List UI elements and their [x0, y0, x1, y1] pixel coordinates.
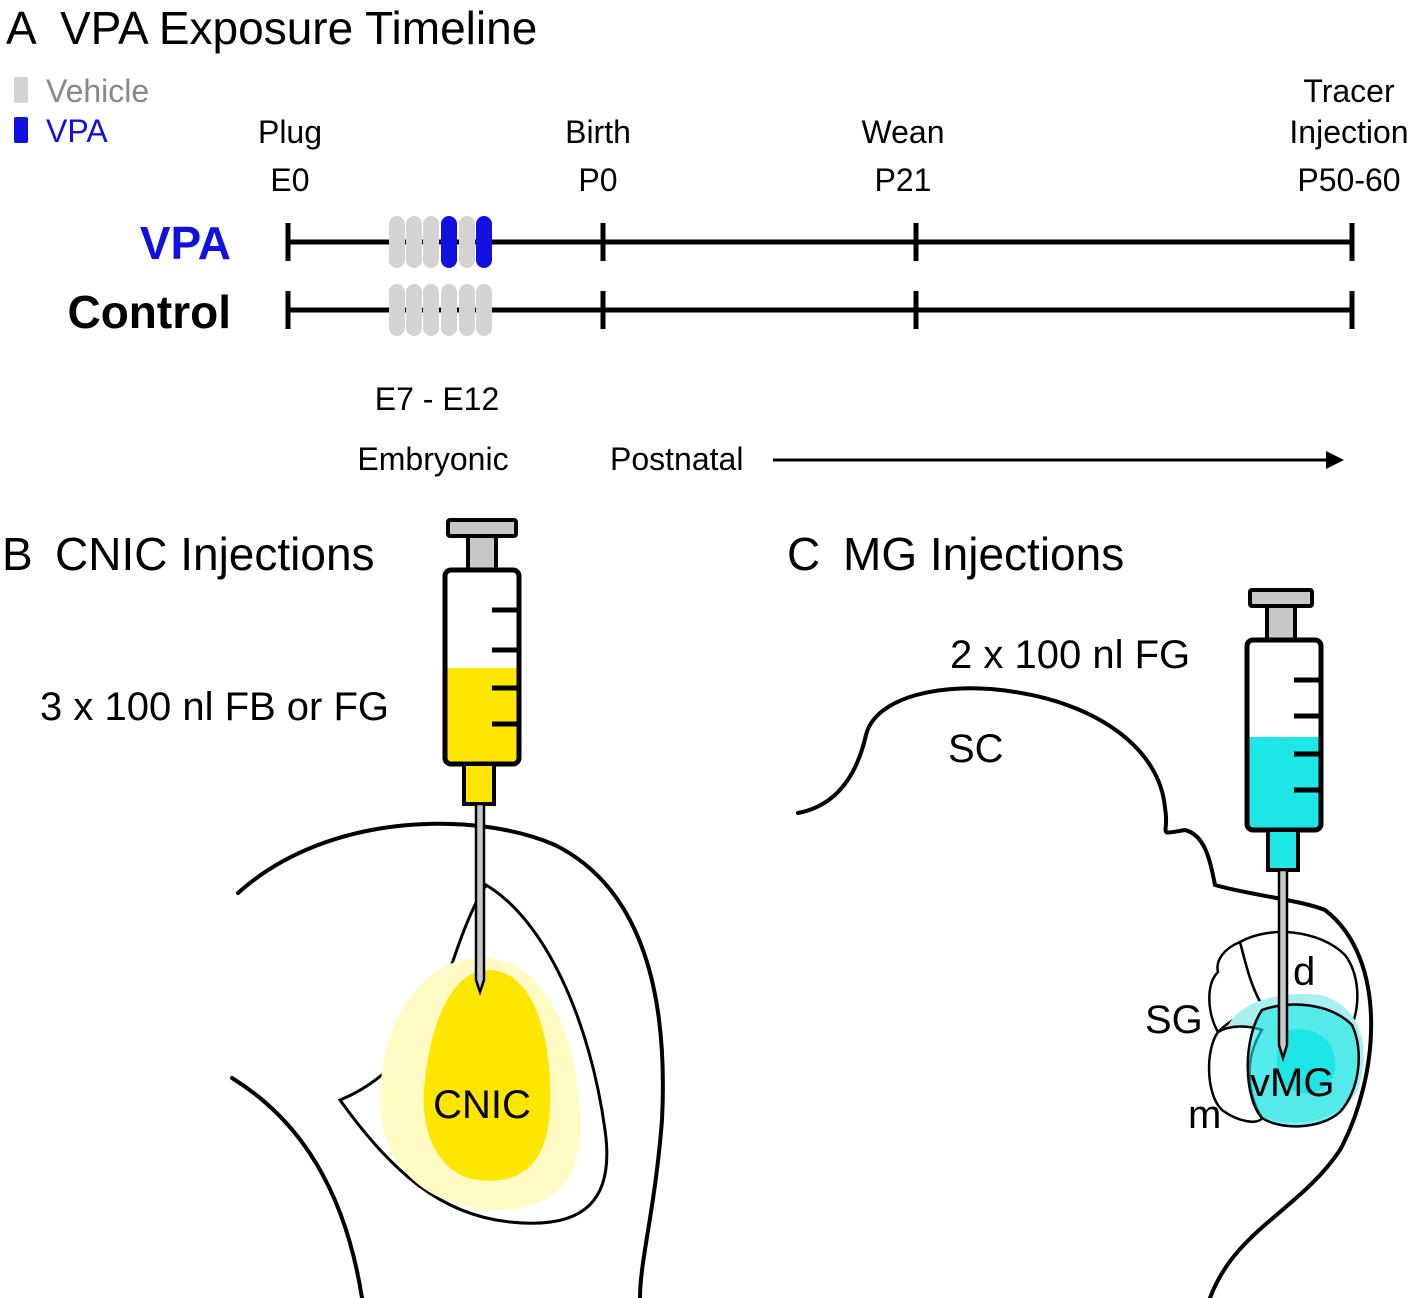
cnic-label: CNIC: [433, 1083, 531, 1127]
vmg-tracer-core: [1276, 1029, 1336, 1094]
dose-vpa-e10: [441, 216, 457, 268]
panel-c-title: MG Injections: [843, 528, 1124, 580]
panel-a-title: VPA Exposure Timeline: [60, 2, 537, 54]
panel-c-dose: 2 x 100 nl FG: [950, 633, 1190, 677]
panel-c: C MG Injections 2 x 100 nl FG SC d SG vM…: [787, 528, 1374, 1298]
milestone-tracer-label: Tracer: [1303, 73, 1395, 109]
panel-a: A VPA Exposure Timeline Vehicle VPA Plug…: [6, 2, 1409, 477]
panel-b-letter: B: [2, 528, 33, 580]
milestone-birth-day: P0: [578, 162, 617, 198]
sc-label: SC: [948, 727, 1004, 771]
legend-vpa-label: VPA: [46, 113, 108, 149]
milestone-tracer-label-2: Injection: [1289, 114, 1408, 150]
milestone-wean-day: P21: [875, 162, 932, 198]
postnatal-arrow: [773, 451, 1344, 469]
vmg-label: vMG: [1250, 1061, 1334, 1105]
dose-vehicle-e11: [459, 216, 475, 268]
embryonic-label: Embryonic: [357, 441, 508, 477]
dose-control-e11: [459, 284, 475, 336]
dose-vehicle-e7: [389, 216, 405, 268]
panel-a-letter: A: [6, 2, 37, 54]
milestone-plug-label: Plug: [258, 114, 322, 150]
brain-outline-outer-b: [236, 821, 665, 1298]
legend-vehicle-swatch: [14, 77, 28, 103]
brain-outline-left-b: [230, 1076, 364, 1298]
dose-control-e8: [406, 284, 422, 336]
milestone-tracer-day: P50-60: [1297, 162, 1400, 198]
panel-b-title: CNIC Injections: [55, 528, 375, 580]
milestone-wean-label: Wean: [861, 114, 944, 150]
row-label-control: Control: [67, 286, 231, 338]
dose-control-e7: [389, 284, 405, 336]
legend-vehicle-label: Vehicle: [46, 73, 149, 109]
panel-c-letter: C: [787, 528, 820, 580]
timeline-control: [285, 284, 1355, 336]
syringe-c: [1244, 588, 1324, 1063]
d-label: d: [1293, 950, 1315, 994]
legend-vpa-swatch: [14, 117, 28, 143]
mg-subdivisions: [1207, 930, 1364, 1128]
milestone-plug-day: E0: [270, 162, 309, 198]
dose-vpa-e12: [476, 216, 492, 268]
dose-vehicle-e8: [406, 216, 422, 268]
row-label-vpa: VPA: [140, 217, 231, 269]
dose-control-e12: [476, 284, 492, 336]
m-label: m: [1188, 1093, 1221, 1137]
sg-label: SG: [1145, 998, 1203, 1042]
syringe-b: [442, 518, 522, 996]
dose-control-e9: [423, 284, 439, 336]
cnic-tracer-core: [423, 970, 551, 1181]
panel-b-dose: 3 x 100 nl FB or FG: [40, 685, 389, 729]
dose-vehicle-e9: [423, 216, 439, 268]
postnatal-label: Postnatal: [610, 441, 743, 477]
dose-window-label: E7 - E12: [375, 381, 500, 417]
panel-b: B CNIC Injections 3 x 100 nl FB or FG CN…: [2, 518, 665, 1298]
timeline-vpa: [285, 216, 1355, 268]
milestone-birth-label: Birth: [565, 114, 631, 150]
dose-control-e10: [441, 284, 457, 336]
legend: Vehicle VPA: [14, 73, 149, 149]
brain-outline-c: [796, 686, 1374, 1298]
